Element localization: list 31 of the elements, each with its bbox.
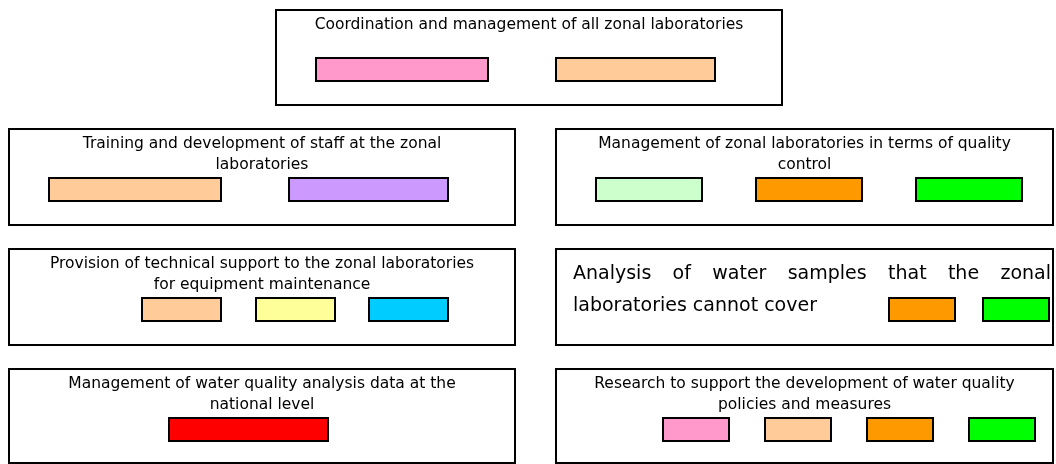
box-text: Research to support the development of water quality policies and measures bbox=[593, 373, 1016, 415]
text-box bbox=[555, 368, 1054, 464]
box-text: Analysis of water samples that the zonal laboratories cannot cover bbox=[573, 260, 1051, 317]
colored-bar bbox=[141, 297, 222, 322]
colored-bar bbox=[888, 297, 956, 322]
text-box bbox=[8, 368, 516, 464]
colored-bar bbox=[315, 57, 489, 82]
text-box bbox=[555, 128, 1054, 226]
text-box bbox=[8, 248, 516, 346]
colored-bar bbox=[662, 417, 730, 442]
colored-bar bbox=[288, 177, 449, 202]
colored-bar bbox=[755, 177, 863, 202]
colored-bar bbox=[555, 57, 716, 82]
box-text: Training and development of staff at the zonal laboratories bbox=[81, 133, 443, 175]
colored-bar bbox=[915, 177, 1023, 202]
colored-bar bbox=[764, 417, 832, 442]
text-box bbox=[8, 128, 516, 226]
colored-bar bbox=[982, 297, 1050, 322]
colored-bar bbox=[168, 417, 329, 442]
box-text: Provision of technical support to the zonal laboratories for equipment maintenance bbox=[48, 253, 476, 295]
text-box bbox=[555, 248, 1054, 346]
colored-bar bbox=[968, 417, 1036, 442]
colored-bar bbox=[866, 417, 934, 442]
box-text: Management of water quality analysis data at the national level bbox=[67, 373, 457, 415]
colored-bar bbox=[255, 297, 336, 322]
box-text: Management of zonal laboratories in terms of quality control bbox=[597, 133, 1012, 175]
colored-bar bbox=[595, 177, 703, 202]
colored-bar bbox=[48, 177, 222, 202]
box-text: Coordination and management of all zonal laboratories bbox=[313, 14, 745, 35]
colored-bar bbox=[368, 297, 449, 322]
text-box bbox=[275, 9, 783, 106]
